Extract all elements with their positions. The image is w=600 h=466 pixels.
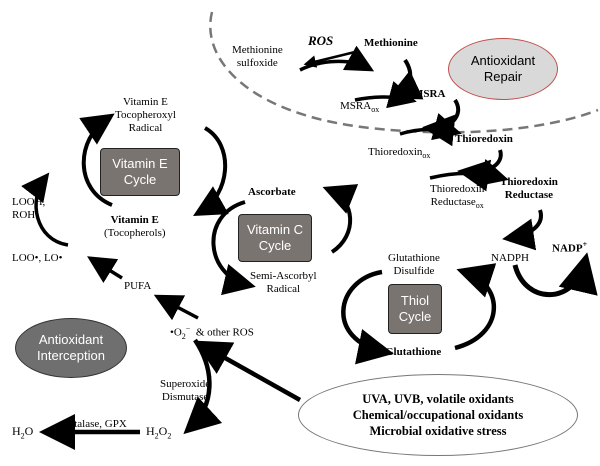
glutathione-disulfide-label: Glutathione Disulfide [388,252,440,277]
msra-arrow-2 [422,98,461,147]
catalase-label: Catalase, GPX [62,418,127,430]
msra-label: MSRA [413,88,446,100]
source-line-1: UVA, UVB, volatile oxidants [362,392,514,406]
thiol-arrow-right [454,263,497,351]
glutathione-label: Glutathione [385,346,442,358]
pufa-arrow [87,256,123,283]
source-line-3: Microbial oxidative stress [369,424,507,438]
repair-dashed-arc [209,11,599,134]
sources-arrow [194,340,302,402]
nadp-label: NADP+ [552,240,588,255]
ascorbate-label: Ascorbate [248,186,296,198]
vit-e-arrow-right [193,126,229,216]
sod-arrow [183,338,223,435]
h2o-label: H2O [12,424,34,441]
nadph-arrow [512,252,598,298]
trxr-arrow-1 [429,158,509,186]
thioredoxin-label: Thioredoxin [455,133,513,145]
trx-reductase-label: Thioredoxin Reductase [500,176,558,201]
trx-reductase-ox-label: Thioredoxin Reductaseox [430,183,485,211]
looh-label: LOOH, ROH [12,196,46,221]
ros-label: ROS [308,33,334,48]
met-arrow-1 [299,45,375,72]
met-arrow-2 [387,58,424,100]
thiol-arrow-left [341,269,394,365]
trx-arrow-2 [457,149,503,192]
loo-label: LOO•, LO• [12,252,63,264]
antioxidant-repair-label: Antioxidant Repair [470,53,536,84]
vit-c-arrow-left [211,200,256,296]
antioxidant-interception-oval: Antioxidant Interception [15,318,127,378]
antioxidant-repair-oval: Antioxidant Repair [448,38,558,100]
vitamin-e-cycle-box: Vitamin E Cycle [100,148,180,196]
msra-arrow-1 [354,81,417,109]
vitamin-c-cycle-box: Vitamin C Cycle [238,214,312,262]
semi-ascorbyl-label: Semi-Ascorbyl Radical [250,270,317,295]
superoxide-dismutase-label: Superoxide Dismutase [160,378,211,403]
vit-c-arrow-right [322,184,359,254]
thiol-cycle-box: Thiol Cycle [388,284,442,334]
looh-arrow [21,172,69,247]
thioredoxin-ox-label: Thioredoxinox [368,146,431,161]
oxidant-sources-oval: UVA, UVB, volatile oxidants Chemical/occ… [298,374,578,456]
trx-arrow-1 [399,113,462,141]
vitamin-e-label: Vitamin E(Tocopherols) [104,214,166,239]
h2o2-label: H2O2 [146,424,172,441]
source-line-2: Chemical/occupational oxidants [352,408,524,422]
ros-to-pufa-arrow [153,294,199,321]
vit-e-arrow-left [79,113,115,207]
trxr-arrow-2 [502,209,543,251]
msra-ox-label: MSRAox [340,100,380,115]
pufa-label: PUFA [124,280,152,292]
methionine-label: Methionine [364,37,418,49]
vitamin-e-radical-label: Vitamin E Tocopheroxyl Radical [115,96,176,134]
superoxide-label: •O2− & other ROS [170,324,254,341]
methionine-sulfoxide-label: Methionine sulfoxide [232,44,283,69]
nadph-label: NADPH [491,252,529,264]
